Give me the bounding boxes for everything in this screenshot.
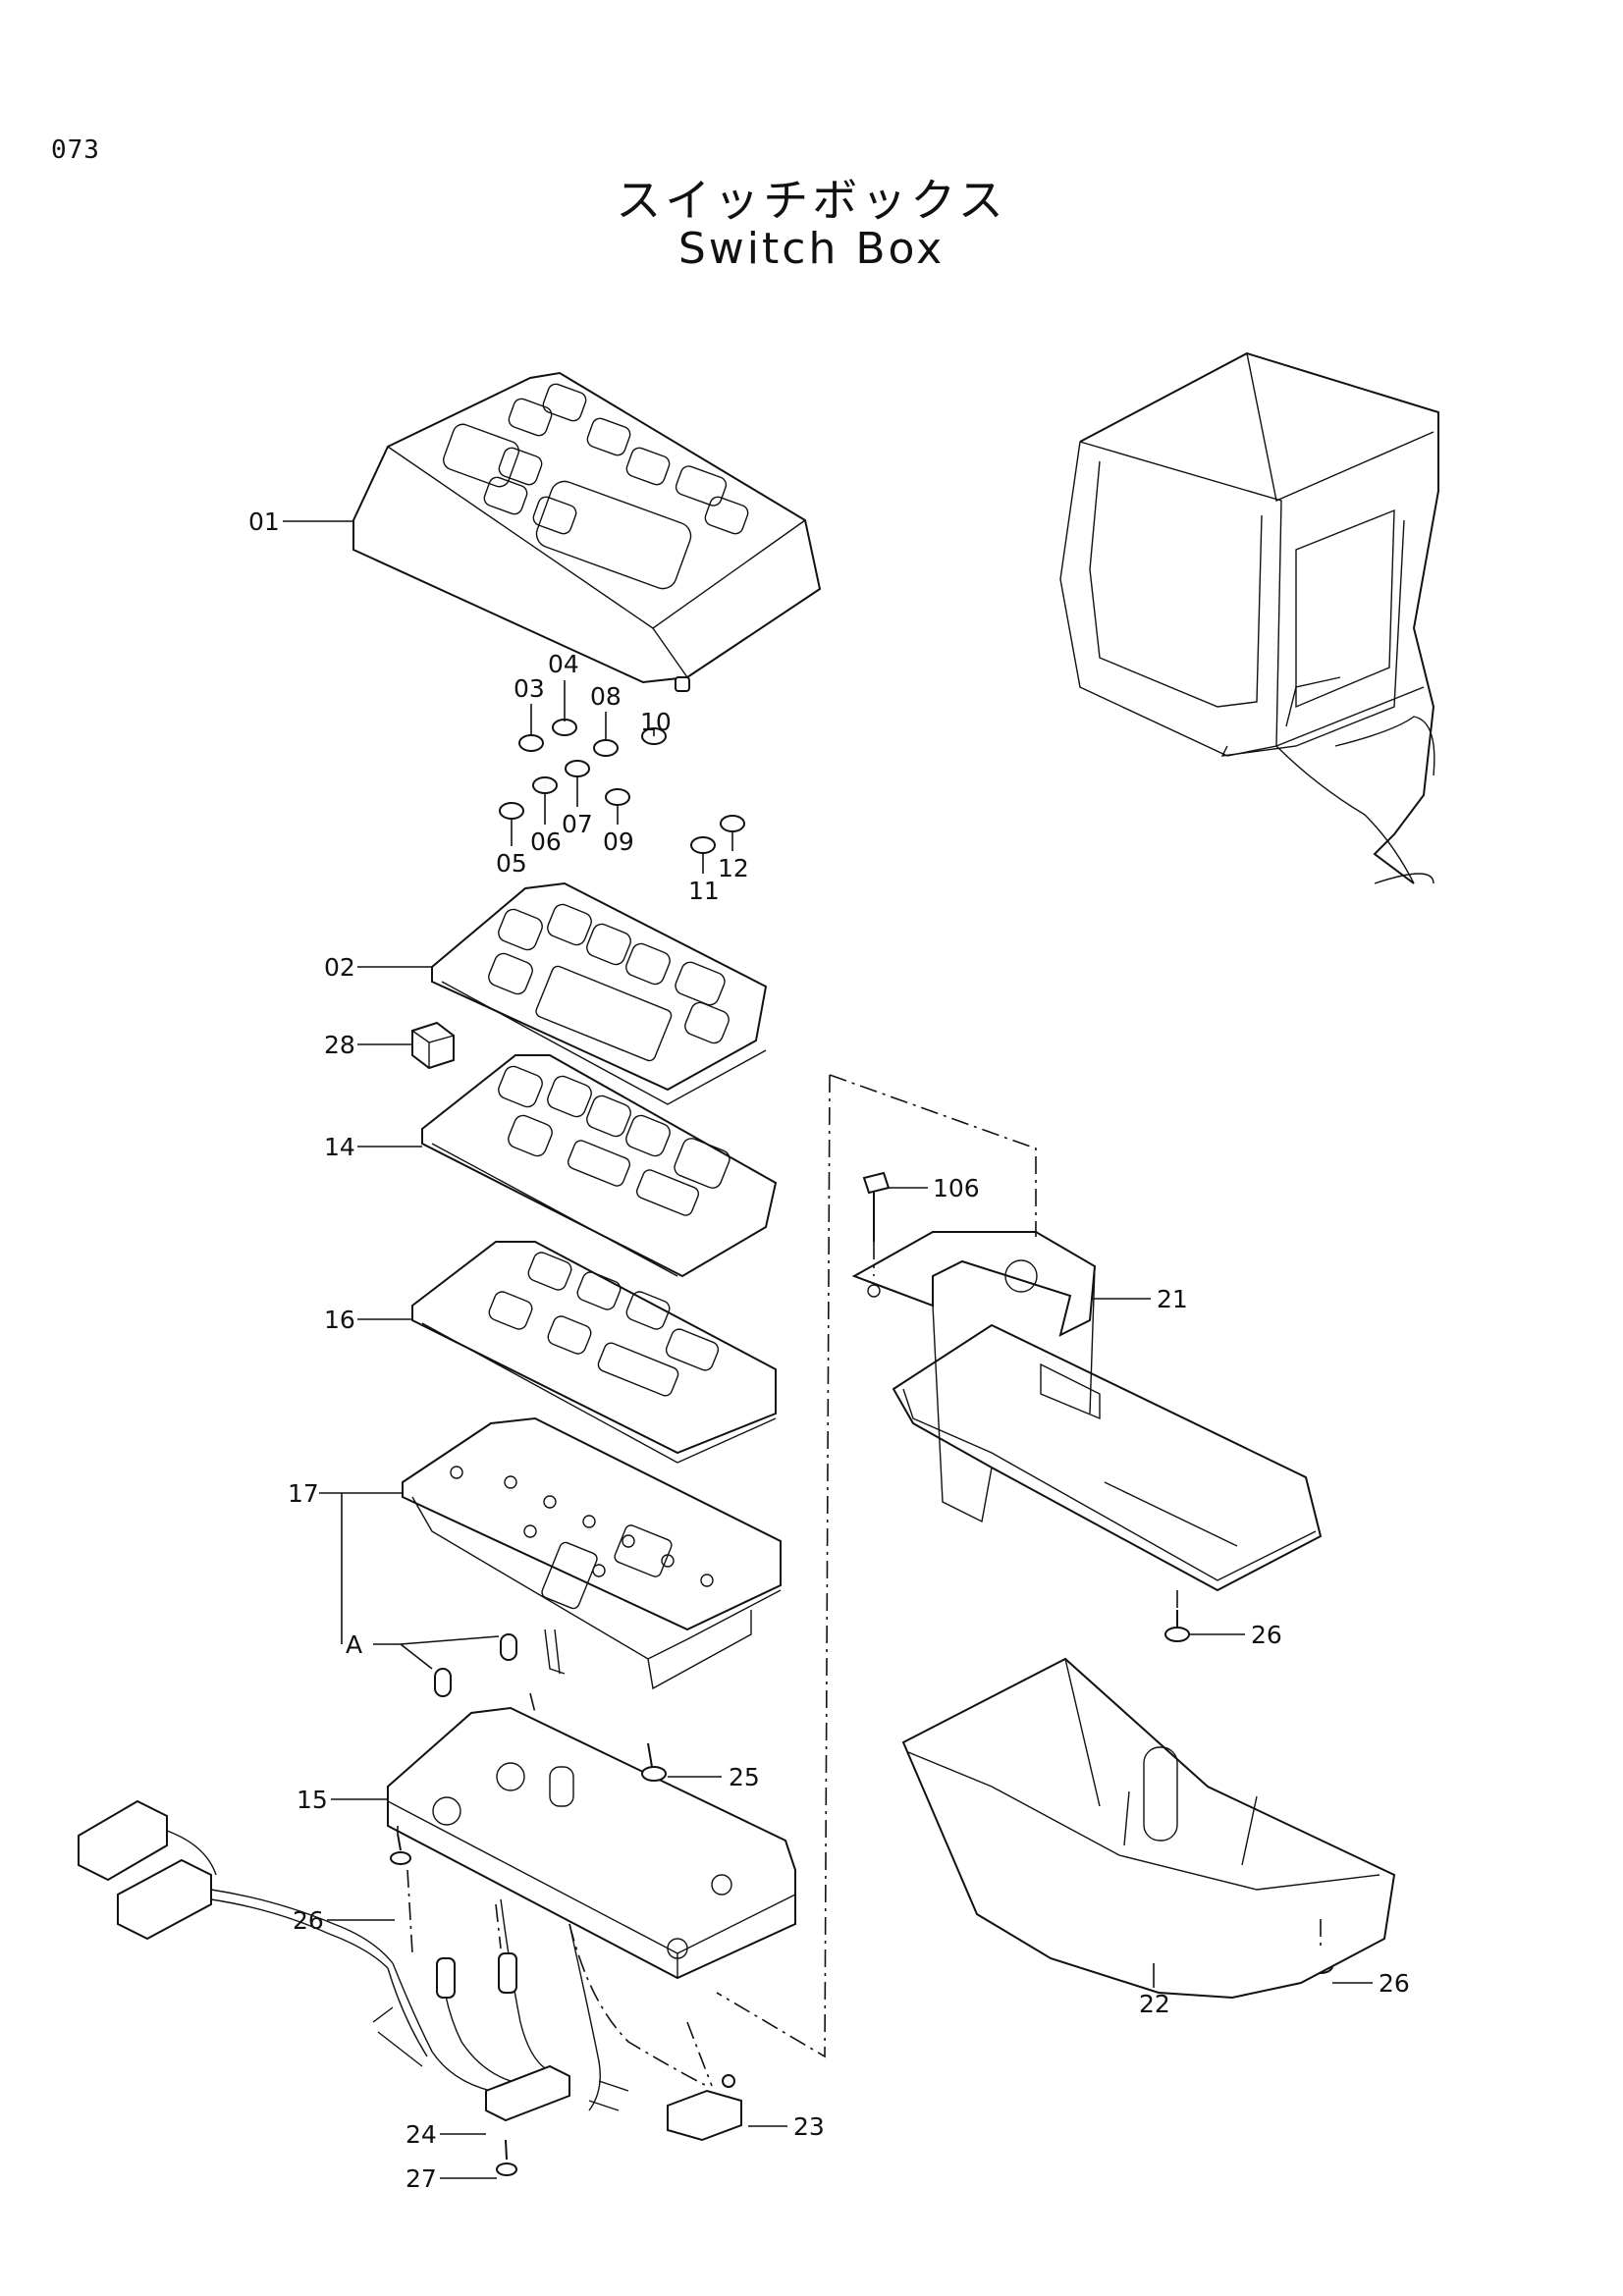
callout-21: 21 (1157, 1285, 1188, 1313)
callout-01: 01 (248, 507, 280, 536)
callout-07: 07 (562, 810, 593, 838)
callout-26-left: 26 (293, 1906, 324, 1935)
callout-25: 25 (729, 1763, 760, 1791)
callout-02: 02 (324, 953, 355, 982)
callout-10: 10 (640, 708, 672, 736)
part-23-grommet (667, 2074, 742, 2142)
callout-a: A (346, 1630, 362, 1659)
callout-14: 14 (324, 1133, 355, 1161)
callout-17: 17 (288, 1479, 319, 1508)
callout-11: 11 (688, 877, 720, 905)
part-28-block (411, 1021, 455, 1070)
part-01-top-cover (352, 371, 822, 692)
part-16-board (411, 1241, 777, 1464)
part-21-bracket (851, 1231, 1323, 1592)
callout-15: 15 (297, 1786, 328, 1814)
part-17-pcb (402, 1416, 782, 1690)
callout-106: 106 (933, 1174, 980, 1202)
callout-27: 27 (406, 2164, 437, 2193)
callout-08: 08 (590, 682, 622, 711)
boundary-lines (397, 1074, 1322, 2087)
callout-23: 23 (793, 2112, 825, 2141)
callout-labels: 01 04 03 08 10 05 06 07 09 11 12 02 28 1… (248, 507, 1410, 2193)
callout-03: 03 (514, 674, 545, 703)
page-number: 073 (51, 135, 100, 165)
part-02-rubber-keypad (431, 881, 768, 1105)
callout-28: 28 (324, 1031, 355, 1059)
part-22-lower-cover (901, 1657, 1396, 2000)
leader-lines (283, 520, 1373, 2179)
callout-05: 05 (496, 849, 527, 878)
cab-location-view (1059, 351, 1439, 884)
callout-16: 16 (324, 1306, 355, 1334)
callout-26-bottom: 26 (1379, 1969, 1410, 1998)
callout-24: 24 (406, 2120, 437, 2149)
callout-12: 12 (718, 854, 749, 882)
part-24-clamp (485, 2064, 570, 2122)
part-15-case (387, 1706, 796, 1980)
part-14-plate (421, 1054, 778, 1278)
callout-06: 06 (530, 828, 562, 856)
callout-26-right: 26 (1251, 1621, 1282, 1649)
wiring-harness (78, 1799, 629, 2111)
title-japanese: スイッチボックス (616, 174, 1007, 227)
callout-04: 04 (548, 650, 579, 678)
callout-09: 09 (603, 828, 634, 856)
bulbs-a (434, 1633, 517, 1697)
title-english: Switch Box (677, 224, 946, 274)
callout-22: 22 (1139, 1990, 1170, 2018)
